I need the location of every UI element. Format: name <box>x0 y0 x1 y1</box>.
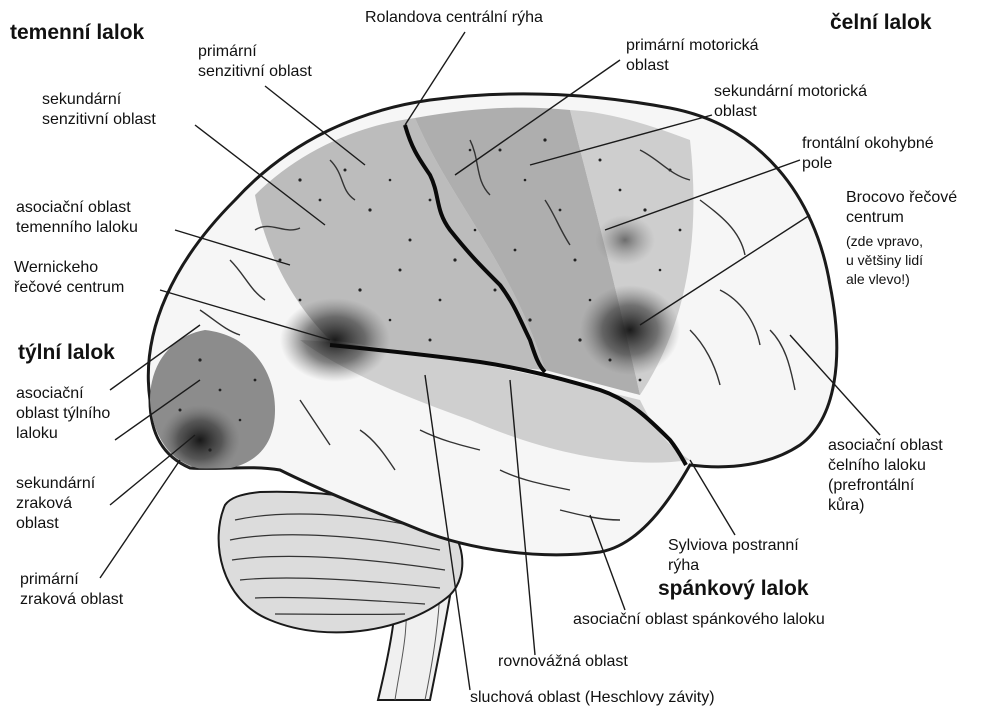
label-occipital-association: asociační oblast týlního laloku <box>16 384 110 444</box>
label-prefrontal-association: asociační oblast čelního laloku (prefron… <box>828 436 943 516</box>
label-primary-motor: primární motorická oblast <box>626 36 758 76</box>
label-primary-visual: primární zraková oblast <box>20 570 123 610</box>
label-secondary-visual: sekundární zraková oblast <box>16 474 95 534</box>
parietal-lobe-title: temenní lalok <box>10 20 144 45</box>
label-parietal-association: asociační oblast temenního laloku <box>16 198 138 238</box>
label-broca-area: Brocovo řečové centrum <box>846 188 957 228</box>
label-temporal-association: asociační oblast spánkového laloku <box>573 610 825 630</box>
label-secondary-motor: sekundární motorická oblast <box>714 82 867 122</box>
temporal-lobe-title: spánkový lalok <box>658 576 809 601</box>
label-vestibular-area: rovnovážná oblast <box>498 652 628 672</box>
label-frontal-eye-field: frontální okohybné pole <box>802 134 934 174</box>
label-auditory-area: sluchová oblast (Heschlovy závity) <box>470 688 715 708</box>
label-sylvian-fissure: Sylviova postranní rýha <box>668 536 799 576</box>
occipital-lobe-title: týlní lalok <box>18 340 115 365</box>
label-secondary-sensory: sekundární senzitivní oblast <box>42 90 156 130</box>
label-central-sulcus: Rolandova centrální rýha <box>365 8 543 28</box>
label-broca-note: (zde vpravo, u většiny lidí ale vlevo!) <box>846 232 923 289</box>
label-primary-sensory: primární senzitivní oblast <box>198 42 312 82</box>
label-wernicke-area: Wernickeho řečové centrum <box>14 258 124 298</box>
frontal-lobe-title: čelní lalok <box>830 10 932 35</box>
